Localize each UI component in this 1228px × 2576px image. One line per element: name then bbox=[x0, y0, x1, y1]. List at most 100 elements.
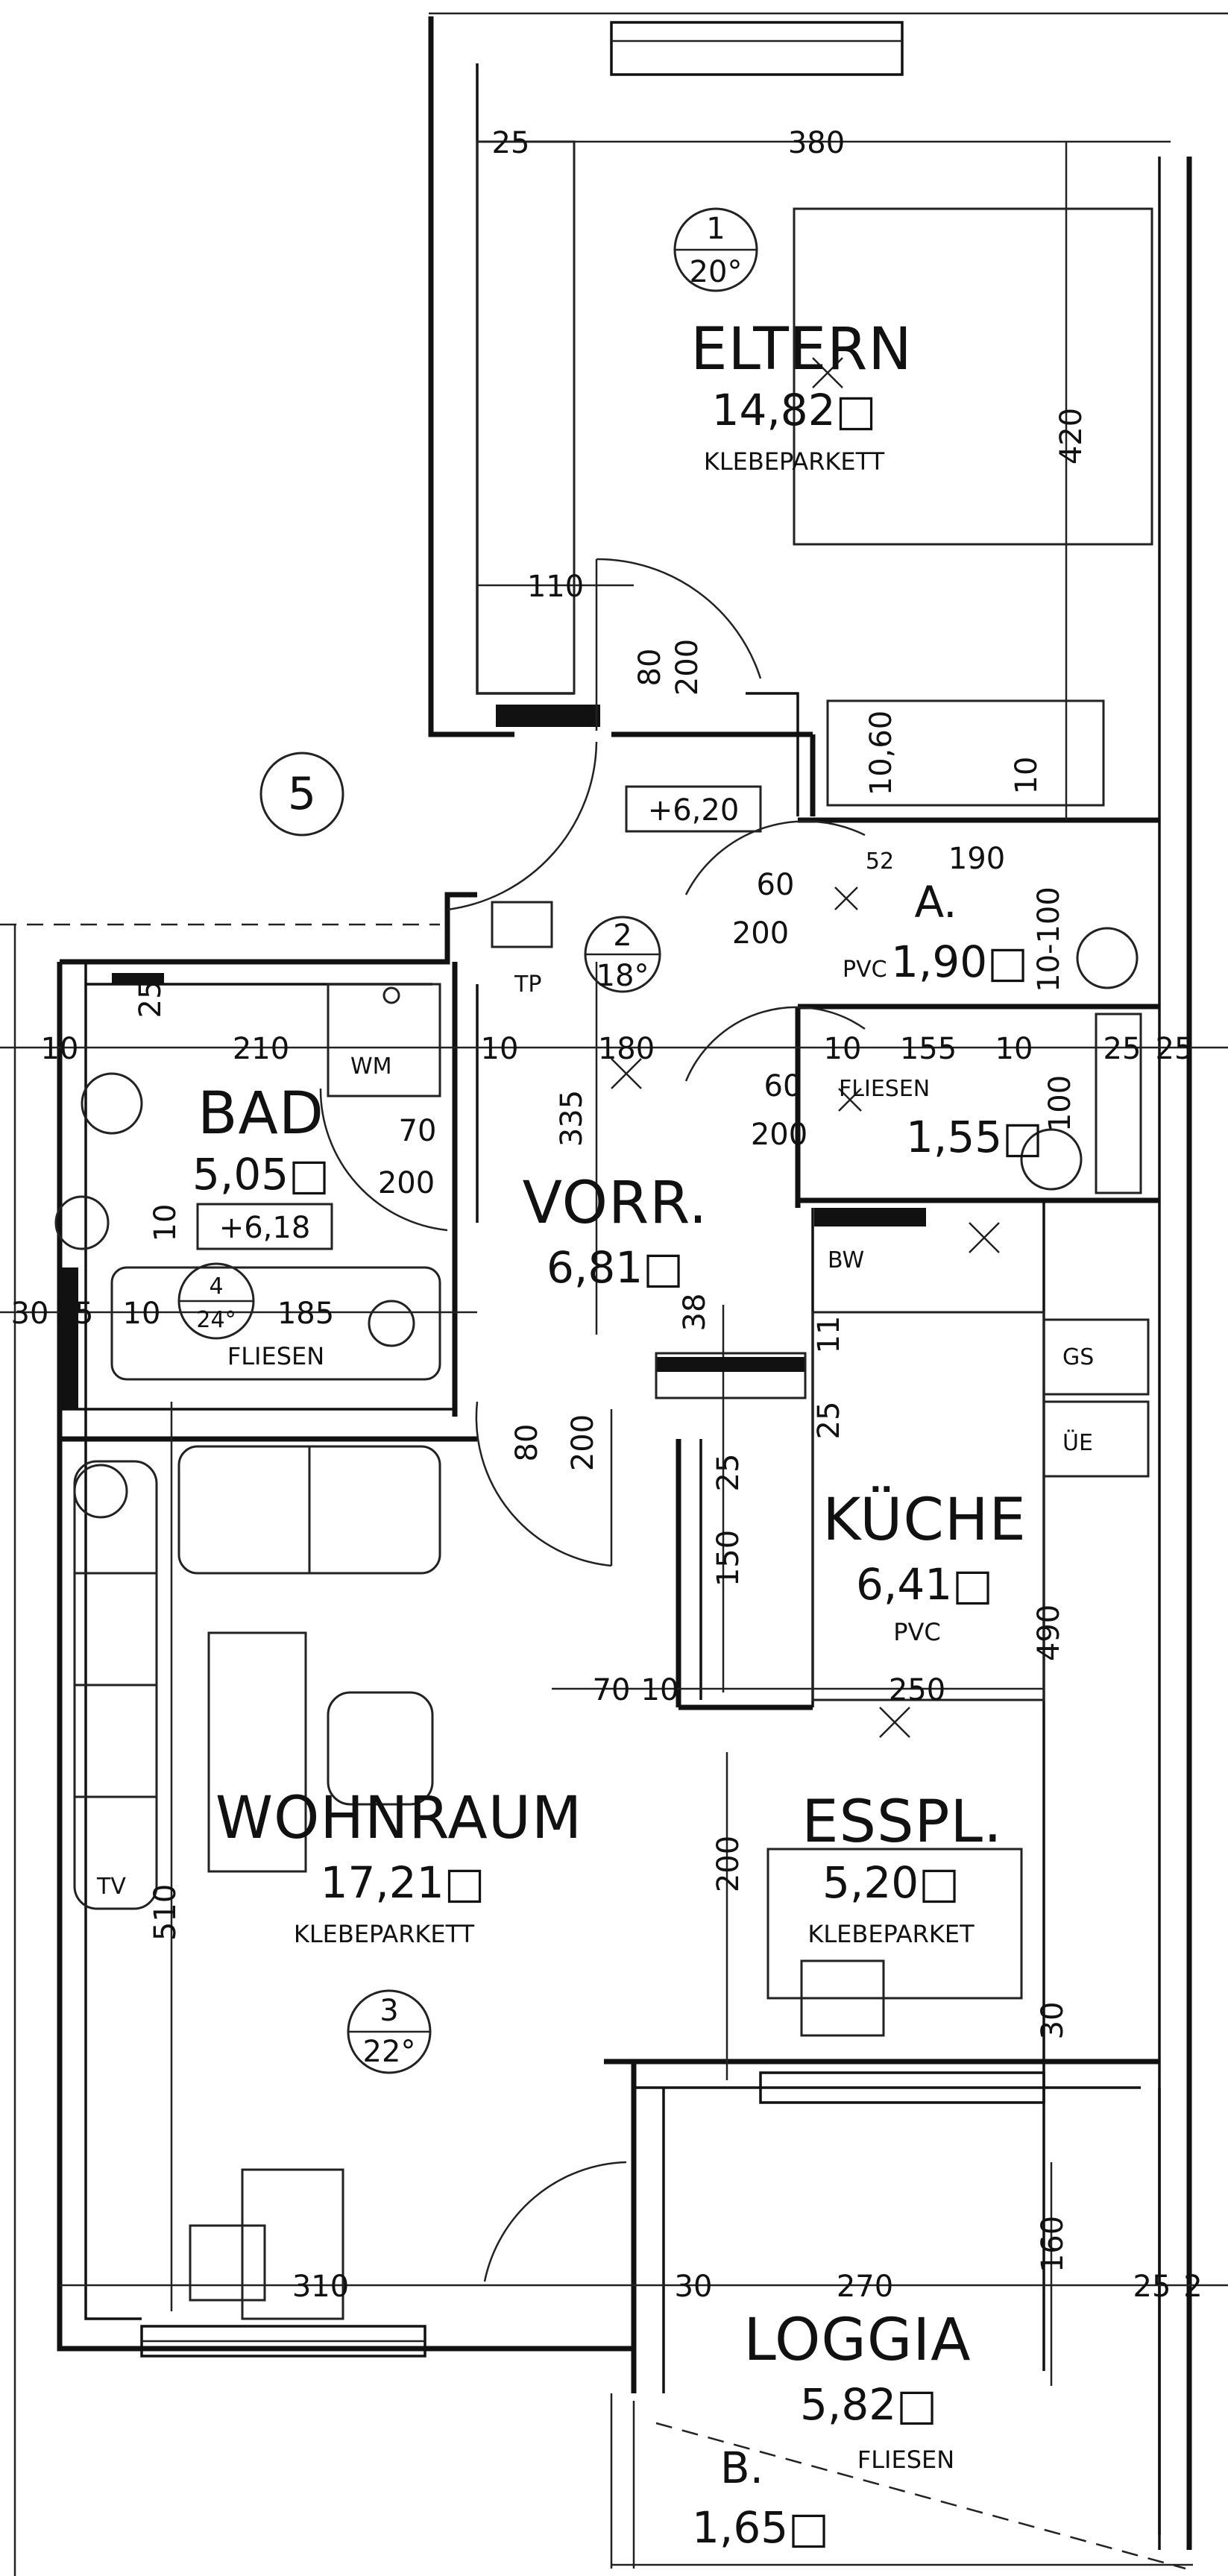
dim-text: 25 bbox=[711, 1454, 746, 1492]
room-name-eltern: ELTERN bbox=[690, 316, 912, 383]
dim-text: 200 bbox=[378, 1166, 435, 1200]
dim-text: 2 bbox=[1183, 2270, 1202, 2304]
dim-text: 380 bbox=[788, 126, 845, 160]
room-area-esspl: 5,20□ bbox=[822, 1857, 960, 1908]
level-bad: +6,18 bbox=[219, 1211, 311, 1245]
desk bbox=[241, 2168, 344, 2320]
dim-text: 10-100 bbox=[1032, 887, 1066, 992]
room-area-wohnraum: 17,21□ bbox=[321, 1857, 485, 1908]
wall-hatching bbox=[60, 705, 926, 1409]
bathtub bbox=[110, 1266, 441, 1381]
toilet bbox=[81, 1072, 143, 1135]
dim-text: 30 bbox=[675, 2270, 713, 2304]
dim-text: 25 bbox=[1103, 1032, 1142, 1066]
wardrobe-eltern bbox=[476, 140, 576, 695]
room-floor-loggia: FLIESEN bbox=[857, 2446, 954, 2474]
dim-text: 10 bbox=[148, 1204, 183, 1242]
room-num-wohnraum: 3 bbox=[380, 1994, 398, 2028]
dim-text: 30 bbox=[11, 1297, 49, 1331]
room-area-loggia: 5,82□ bbox=[800, 2379, 937, 2430]
fixture-tp: TP bbox=[514, 971, 541, 998]
room-name-wohnraum: WOHNRAUM bbox=[215, 1785, 582, 1852]
dimensions: 25 380 420 110 80 200 10,60 10 190 60 20… bbox=[11, 126, 1203, 2304]
dim-text: 10 bbox=[123, 1297, 161, 1331]
room-name-abstellraum: A. bbox=[914, 877, 957, 928]
room-area-kueche: 6,41□ bbox=[856, 1559, 993, 1610]
dim-text: 200 bbox=[732, 916, 789, 951]
fixture-bw: BW bbox=[828, 1247, 864, 1273]
fixture-tv: TV bbox=[96, 1874, 126, 1900]
dim-text: 80 bbox=[633, 649, 667, 687]
fixture-wm: WM bbox=[350, 1054, 392, 1080]
fixture-labels: TP GS ÜE TV WM BW bbox=[96, 971, 1094, 1900]
dim-text: 30 bbox=[1036, 2002, 1070, 2040]
room-floor-wohnraum: KLEBEPARKETT bbox=[294, 1920, 475, 1948]
doors bbox=[319, 558, 866, 2282]
dim-text: 60 bbox=[764, 1069, 802, 1103]
windows bbox=[140, 21, 1045, 2358]
dim-text: 10 bbox=[41, 1032, 79, 1066]
dim-text: 10 bbox=[481, 1032, 519, 1066]
dim-text: 420 bbox=[1054, 408, 1089, 465]
dim-text: 25 bbox=[56, 1297, 94, 1331]
dim-text: 11 bbox=[812, 1316, 846, 1354]
room-num-eltern: 1 bbox=[706, 212, 725, 246]
room-floor-eltern: KLEBEPARKETT bbox=[704, 447, 885, 476]
dim-text: 60 bbox=[757, 868, 795, 902]
dim-text: 335 bbox=[555, 1090, 589, 1147]
room-temp-wohnraum: 22° bbox=[363, 2035, 416, 2069]
dining-table bbox=[766, 1848, 1023, 2000]
dim-text: 200 bbox=[711, 1836, 746, 1892]
room-area-abstellraum: 1,90□ bbox=[891, 936, 1028, 987]
dim-text: 155 bbox=[900, 1032, 957, 1066]
dim-text: 310 bbox=[292, 2270, 349, 2304]
dim-text: 10 bbox=[641, 1673, 679, 1707]
room-area-bad: 5,05□ bbox=[192, 1149, 330, 1200]
fixture-gs: GS bbox=[1062, 1344, 1094, 1370]
dim-text: 70 bbox=[399, 1114, 437, 1148]
dim-text: 510 bbox=[148, 1884, 183, 1941]
dim-text: 80 bbox=[510, 1424, 544, 1462]
exterior-walls bbox=[0, 12, 1228, 2576]
dim-text: 10 bbox=[995, 1032, 1033, 1066]
room-num-vorr: 2 bbox=[613, 919, 632, 953]
room-name-esspl: ESSPL. bbox=[802, 1789, 1003, 1856]
dim-text: 210 bbox=[233, 1032, 289, 1066]
room-name-vorr: VORR. bbox=[523, 1170, 708, 1237]
kitchen-counter bbox=[811, 1311, 1045, 1701]
dim-text: 200 bbox=[670, 639, 705, 696]
dim-text: 70 bbox=[593, 1673, 631, 1707]
room-area-eltern: 14,82□ bbox=[712, 385, 877, 435]
dim-text: 38 bbox=[678, 1294, 712, 1332]
room-area-balkon: 1,65□ bbox=[692, 2502, 829, 2553]
furniture bbox=[54, 140, 1153, 2320]
room-area-wc: 1,55□ bbox=[906, 1112, 1043, 1162]
dim-text: 150 bbox=[711, 1530, 746, 1587]
dim-text: 185 bbox=[277, 1297, 334, 1331]
dim-text: 160 bbox=[1036, 2216, 1070, 2273]
dim-text: 25 bbox=[1133, 2270, 1171, 2304]
room-name-bad: BAD bbox=[198, 1080, 324, 1147]
room-floor-kueche: PVC bbox=[893, 1618, 941, 1646]
dim-text: 190 bbox=[948, 842, 1005, 876]
dim-text: 10 bbox=[1010, 757, 1044, 795]
room-name-loggia: LOGGIA bbox=[743, 2307, 971, 2374]
washbasin bbox=[327, 983, 441, 1098]
washing-machine bbox=[54, 1195, 110, 1250]
dim-text: 490 bbox=[1032, 1605, 1066, 1661]
level-markers: +6,20 +6,18 bbox=[196, 785, 762, 1250]
coffee-table bbox=[207, 1631, 307, 1873]
armchair bbox=[327, 1691, 434, 1806]
dim-text: 25 bbox=[133, 980, 168, 1018]
dim-text: 200 bbox=[751, 1118, 807, 1152]
level-vorr: +6,20 bbox=[648, 793, 740, 828]
double-bed bbox=[793, 207, 1153, 546]
dim-text: 10 bbox=[824, 1032, 862, 1066]
dim-text: 110 bbox=[527, 570, 584, 604]
room-temp-vorr: 18° bbox=[596, 959, 649, 993]
dim-text: 270 bbox=[837, 2270, 893, 2304]
dim-text: 180 bbox=[598, 1032, 655, 1066]
room-number-markers: 1 20° 2 18° 3 22° 4 24° 5 bbox=[73, 207, 758, 2074]
room-labels: ELTERN 14,82□ KLEBEPARKETT VORR. 6,81□ W… bbox=[192, 316, 1043, 2553]
